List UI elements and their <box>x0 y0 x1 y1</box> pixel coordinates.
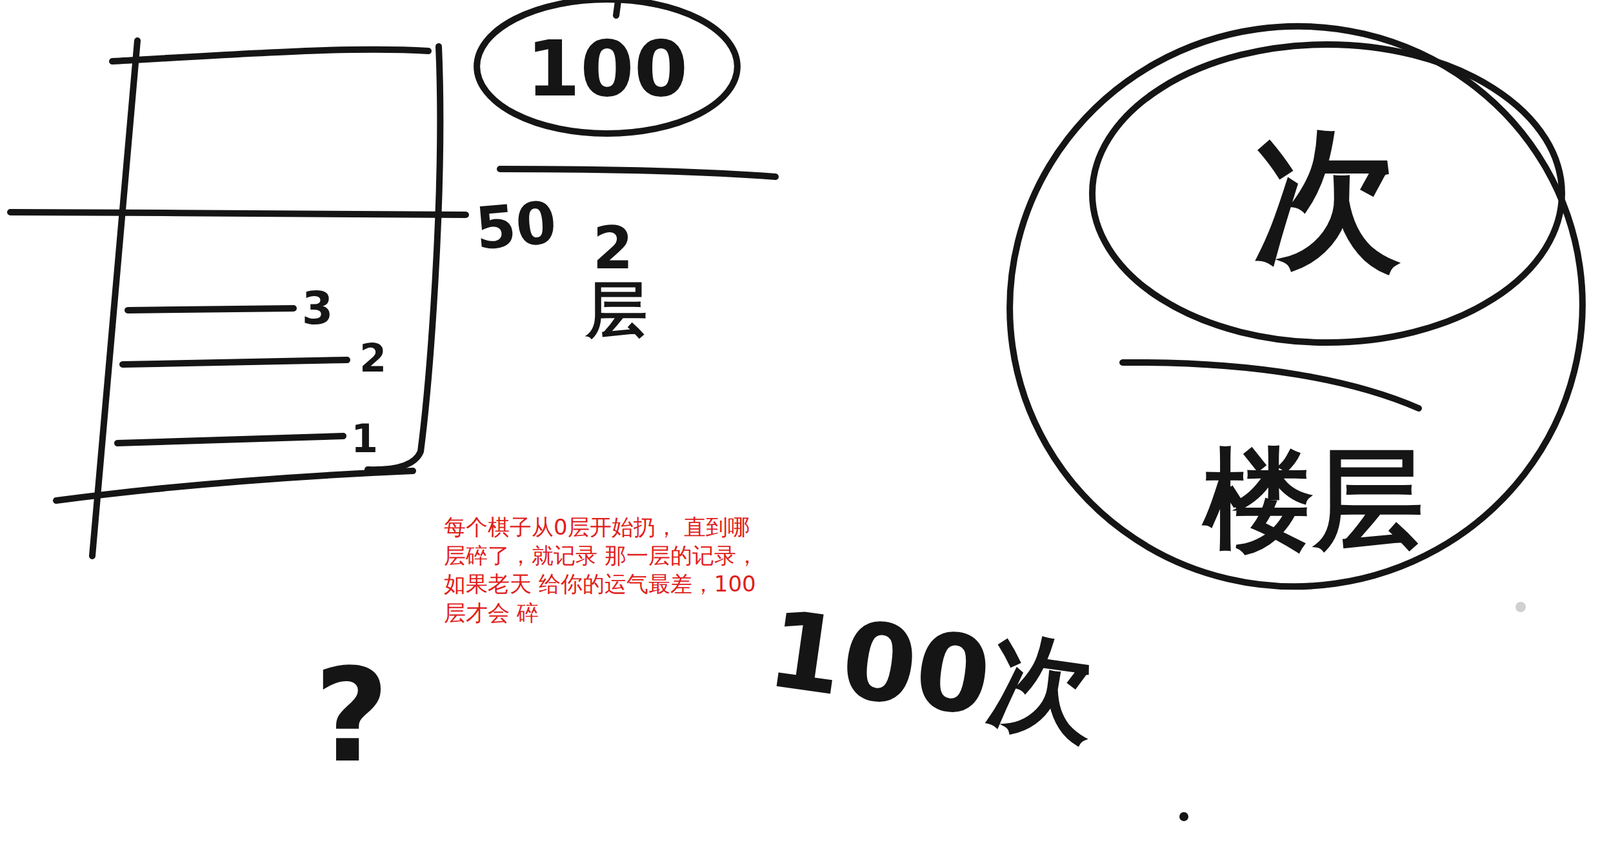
floor-line <box>122 360 348 365</box>
dot <box>1515 601 1526 613</box>
outer-circle: 楼层 次 <box>1005 22 1587 591</box>
floor-50-line <box>10 212 466 215</box>
floor-number: 3 <box>301 285 334 331</box>
floor-line <box>127 308 294 311</box>
building-left-wall <box>92 40 138 557</box>
inner-circle: 次 <box>1088 40 1566 347</box>
handwritten-text: 层 <box>585 279 648 341</box>
node-label: 次 <box>1252 125 1402 274</box>
building-right-wall <box>367 46 440 470</box>
question-mark: ? <box>314 651 390 781</box>
ground-line <box>56 470 413 501</box>
handwritten-number: 2 <box>592 219 634 278</box>
fraction-bar <box>1122 362 1419 409</box>
node-label: 楼层 <box>1203 444 1424 555</box>
ellipse-outline <box>1092 44 1562 343</box>
node-label: 100 <box>526 30 689 108</box>
floor-number: 2 <box>359 338 387 378</box>
fraction-bar <box>500 169 776 177</box>
floor-line <box>117 436 344 444</box>
pen-mark <box>616 1 619 16</box>
note-text: 每个棋子从0层开始扔， 直到哪层碎了，就记录 那一层的记录，如果老天 给你的运气… <box>443 512 767 628</box>
ellipse-outline <box>973 0 1600 624</box>
floor-number: 1 <box>350 419 379 459</box>
handwritten-number: 50 <box>473 193 560 259</box>
building-roof <box>112 49 429 62</box>
handwritten-text: 100次 <box>761 595 1102 747</box>
ellipse-outline <box>476 0 738 134</box>
circled-number: 100 <box>484 5 730 128</box>
dot <box>1179 812 1189 822</box>
